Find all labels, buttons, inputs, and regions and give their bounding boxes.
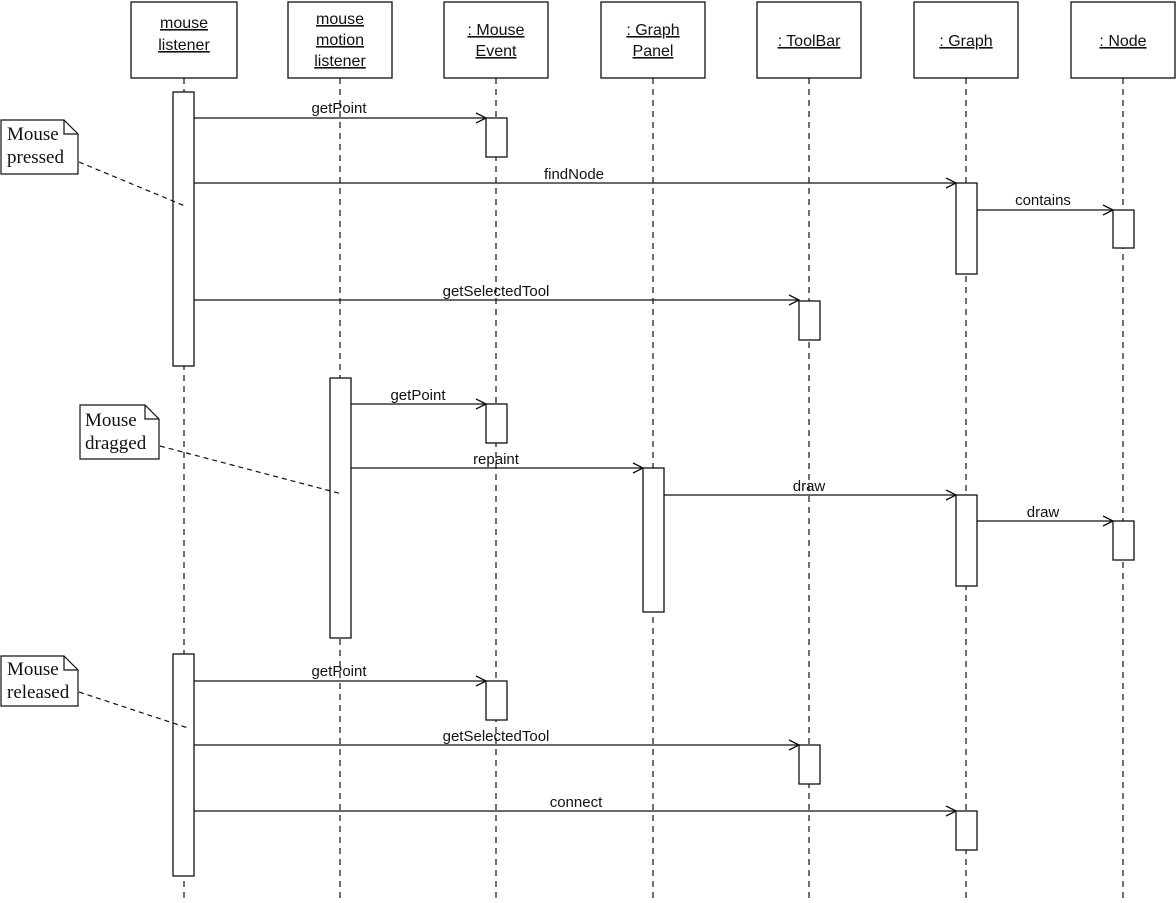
message-label: getSelectedTool xyxy=(443,283,550,300)
activation-bar xyxy=(329,377,352,639)
object-label-line: : Graph xyxy=(939,33,992,50)
message-label: draw xyxy=(1027,504,1060,521)
message-label: draw xyxy=(793,478,826,495)
object-label-line: mouse xyxy=(160,15,208,32)
activation-bar xyxy=(955,494,978,587)
object-mouse-motion-listener: mouse motion listener xyxy=(287,1,393,79)
message-label: getPoint xyxy=(311,100,367,117)
object-node: : Node xyxy=(1070,1,1176,79)
object-label-line: mouse xyxy=(316,11,364,28)
message-label: getPoint xyxy=(390,387,446,404)
object-mouse-event: : Mouse Event xyxy=(443,1,549,79)
activation-bar xyxy=(642,467,665,613)
message-label: getSelectedTool xyxy=(443,728,550,745)
object-label-line: : Mouse xyxy=(468,22,525,39)
note-text-line: Mouse xyxy=(7,124,59,145)
message-label: findNode xyxy=(544,166,604,183)
note-text-line: dragged xyxy=(85,433,147,454)
object-label-line: Event xyxy=(476,43,517,60)
object-graph-panel: : Graph Panel xyxy=(600,1,706,79)
object-mouse-listener: mouse listener xyxy=(130,1,238,79)
note-text-line: released xyxy=(7,682,70,703)
activation-bar xyxy=(798,300,821,341)
activation-bar xyxy=(955,182,978,275)
activation-bar xyxy=(172,653,195,877)
message-label: contains xyxy=(1015,192,1071,209)
activation-bar xyxy=(798,744,821,785)
message-labels: getPoint findNode contains getSelectedTo… xyxy=(311,100,1070,811)
object-label-line: : Node xyxy=(1099,33,1146,50)
activation-bar xyxy=(955,810,978,851)
messages xyxy=(194,118,1113,811)
activation-bar xyxy=(1112,209,1135,249)
activation-bar xyxy=(485,117,508,158)
note-mouse-dragged: Mouse dragged xyxy=(79,404,343,495)
object-label-line: motion xyxy=(316,32,364,49)
note-connector xyxy=(159,445,343,495)
note-text-line: pressed xyxy=(7,147,64,168)
object-label-line: : ToolBar xyxy=(778,33,842,50)
activation-bar xyxy=(485,403,508,444)
note-mouse-pressed: Mouse pressed xyxy=(0,119,186,207)
activation-bar xyxy=(172,91,195,367)
note-connector xyxy=(78,161,186,207)
object-label-line: listener xyxy=(314,53,366,70)
object-label-line: listener xyxy=(158,37,210,54)
object-toolbar: : ToolBar xyxy=(756,1,862,79)
message-label: repaint xyxy=(473,451,520,468)
object-label-line: Panel xyxy=(633,43,674,60)
message-label: getPoint xyxy=(311,663,367,680)
note-mouse-released: Mouse released xyxy=(0,655,189,729)
note-text-line: Mouse xyxy=(7,659,59,680)
object-graph: : Graph xyxy=(913,1,1019,79)
activations xyxy=(172,91,1135,877)
activation-bar xyxy=(485,680,508,721)
object-label-line: : Graph xyxy=(626,22,679,39)
activation-bar xyxy=(1112,520,1135,561)
note-connector xyxy=(78,691,189,729)
message-label: connect xyxy=(550,794,603,811)
note-text-line: Mouse xyxy=(85,410,137,431)
